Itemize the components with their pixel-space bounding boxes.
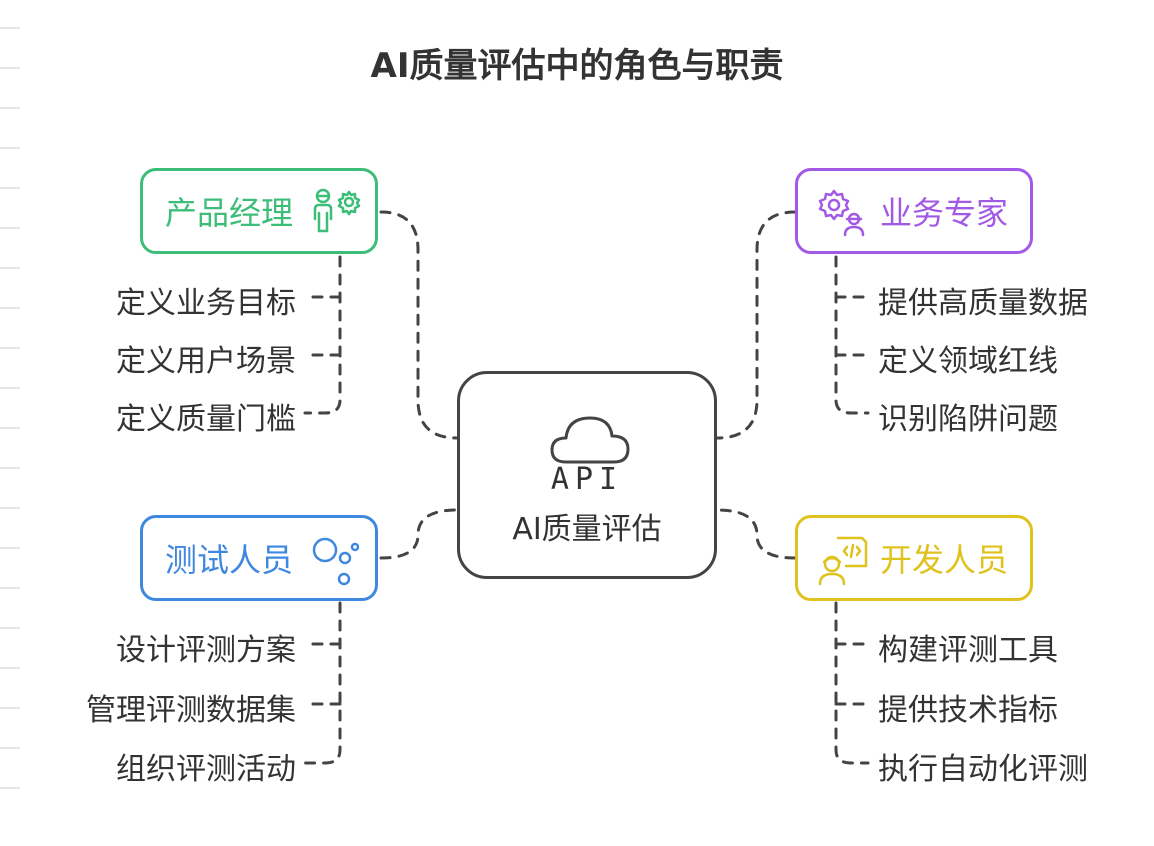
role-business-expert: 业务专家 [795, 168, 1033, 254]
dev-item: 提供技术指标 [878, 693, 1058, 728]
role-label: 业务专家 [880, 194, 1009, 232]
developer-code-icon [818, 536, 868, 586]
person-gear-icon [313, 188, 361, 233]
bubbles-icon [312, 537, 360, 586]
expert-item: 定义领域红线 [878, 344, 1058, 379]
pm-item: 定义用户场景 [116, 344, 296, 379]
center-node: API AI质量评估 [457, 371, 717, 579]
pm-item: 定义业务目标 [116, 286, 296, 321]
center-label: AI质量评估 [512, 512, 662, 547]
role-developer: 开发人员 [795, 515, 1033, 601]
role-tester: 测试人员 [140, 515, 378, 601]
expert-item: 识别陷阱问题 [878, 402, 1058, 437]
tester-item: 设计评测方案 [116, 633, 296, 668]
dev-item: 执行自动化评测 [878, 752, 1088, 787]
expert-gear-icon [818, 189, 865, 237]
role-product-manager: 产品经理 [140, 168, 378, 254]
diagram-title: AI质量评估中的角色与职责 [370, 46, 784, 86]
left-edge-ticks [0, 0, 22, 842]
api-label: API [550, 462, 624, 497]
expert-item: 提供高质量数据 [878, 286, 1088, 321]
role-label: 测试人员 [165, 541, 294, 579]
dev-item: 构建评测工具 [878, 633, 1058, 668]
tester-item: 组织评测活动 [116, 752, 296, 787]
cloud-icon [550, 416, 630, 464]
pm-item: 定义质量门槛 [116, 402, 296, 437]
role-label: 产品经理 [165, 194, 294, 232]
role-label: 开发人员 [880, 541, 1009, 579]
tester-item: 管理评测数据集 [86, 693, 296, 728]
